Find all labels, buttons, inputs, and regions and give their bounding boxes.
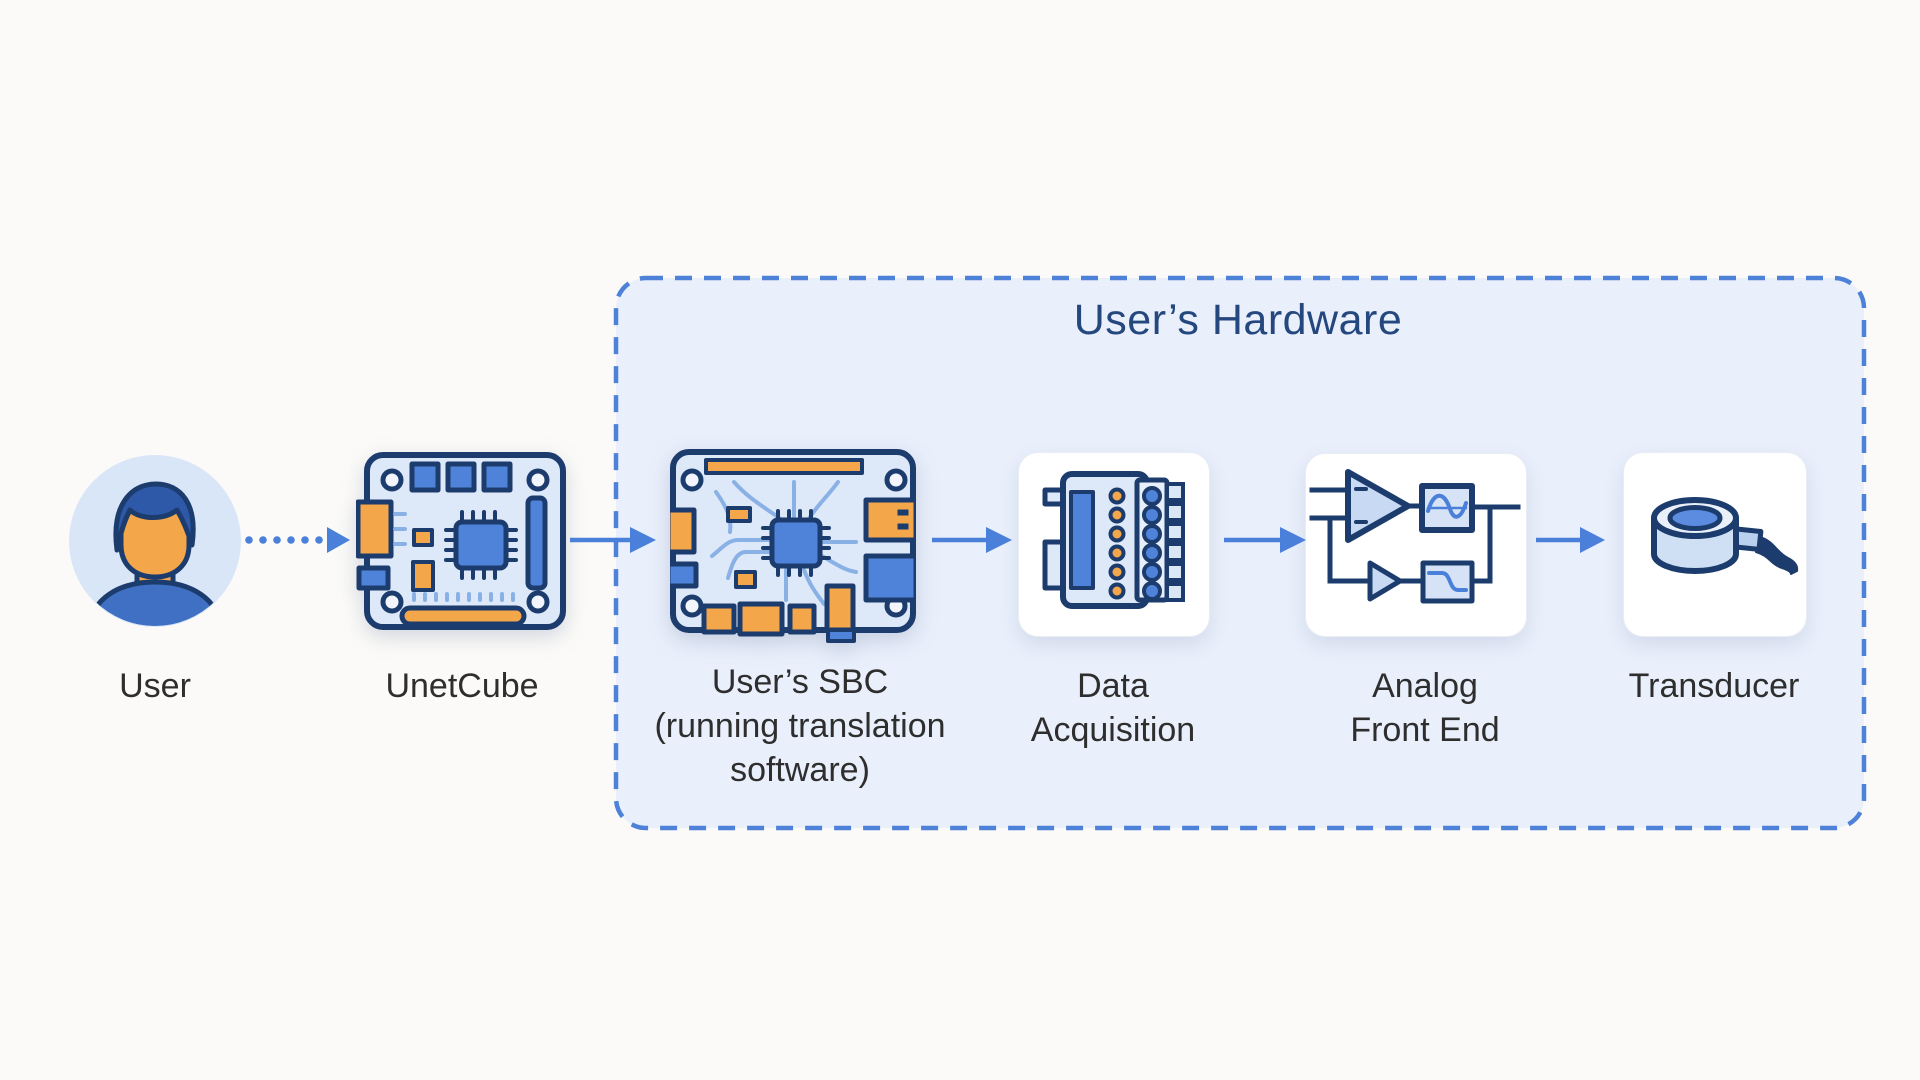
amplifier-filter-icon bbox=[1309, 469, 1521, 604]
label-sbc: User’s SBC (running translation software… bbox=[654, 663, 946, 789]
dotted-arrow-user-to-unetcube bbox=[245, 527, 350, 553]
arrow-sbc-to-daq bbox=[932, 527, 1012, 553]
label-transducer: Transducer bbox=[1628, 667, 1800, 705]
person-avatar-icon bbox=[69, 455, 241, 627]
circuit-board-icon bbox=[356, 452, 566, 630]
label-user: User bbox=[119, 667, 191, 705]
dashed-border bbox=[613, 275, 1867, 831]
users-hardware-group-panel bbox=[613, 275, 1867, 831]
arrow-unetcube-to-sbc bbox=[570, 527, 656, 553]
label-data-acquisition: Data Acquisition bbox=[1030, 667, 1196, 749]
label-analog-front-end: Analog Front End bbox=[1350, 667, 1500, 749]
sbc-board-icon bbox=[670, 449, 916, 643]
arrow-daq-to-afe bbox=[1224, 527, 1306, 553]
group-title: User’s Hardware bbox=[1073, 296, 1403, 344]
arrow-afe-to-transducer bbox=[1536, 527, 1605, 553]
terminal-block-icon bbox=[1042, 471, 1185, 609]
transducer-puck-icon bbox=[1651, 497, 1799, 575]
label-unetcube: UnetCube bbox=[385, 667, 539, 705]
